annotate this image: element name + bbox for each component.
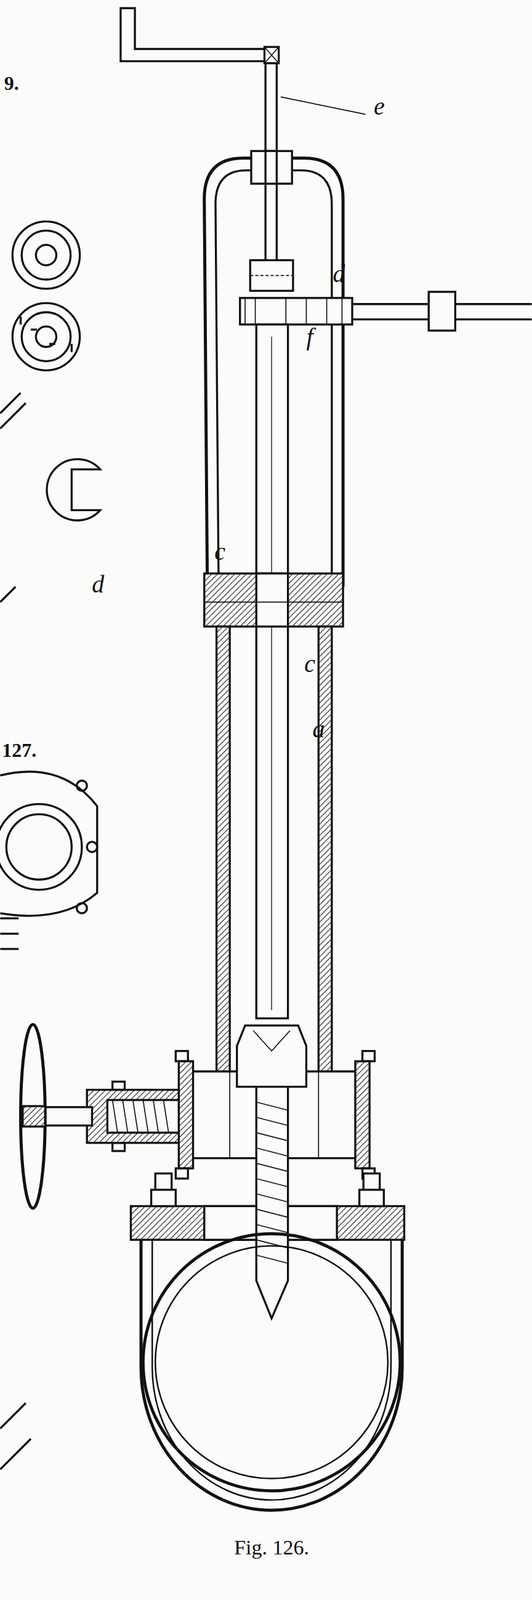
callout-letter: f <box>306 324 314 350</box>
callout-letter: e <box>373 94 385 119</box>
callout-letter: 127. <box>1 740 37 760</box>
figure-caption: Fig. 126. <box>233 1536 310 1558</box>
figure-lines <box>0 8 532 1510</box>
callout-letter: c <box>304 651 316 677</box>
callout-letter: d <box>91 572 105 597</box>
callout-letter: c <box>214 539 226 565</box>
callout-letter: d <box>333 261 346 287</box>
callout-letter: a <box>312 716 325 742</box>
callout-letter: 9. <box>4 73 20 93</box>
